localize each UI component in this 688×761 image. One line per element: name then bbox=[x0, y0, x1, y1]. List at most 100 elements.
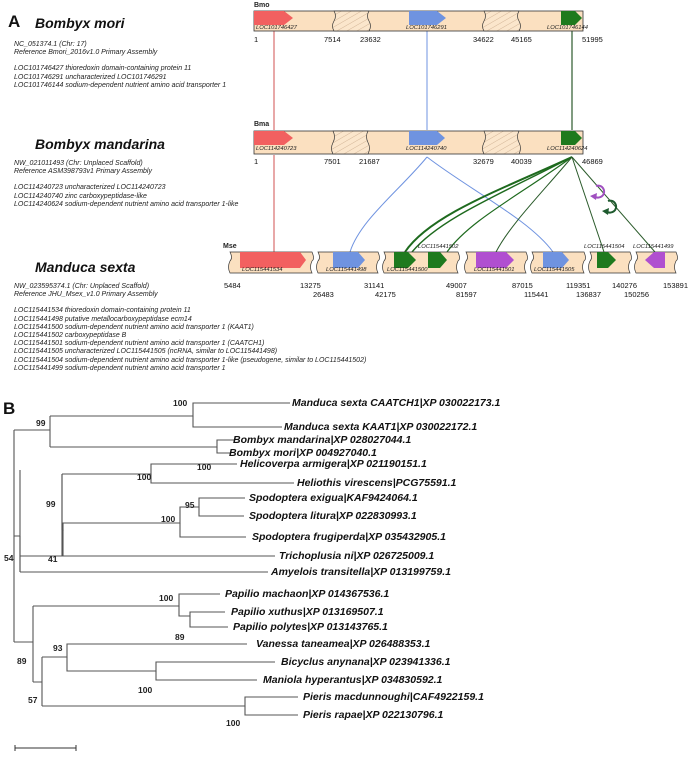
coordinate-tick: 140276 bbox=[612, 281, 638, 290]
gene-arrow-carboxypeptidase bbox=[409, 11, 446, 25]
coordinate-tick: 26483 bbox=[313, 290, 334, 299]
bootstrap-value: 99 bbox=[36, 418, 46, 428]
bootstrap-value: 100 bbox=[197, 462, 212, 472]
branch bbox=[150, 474, 294, 484]
coordinate-tick: 40039 bbox=[511, 157, 532, 166]
bootstrap-value: 95 bbox=[185, 500, 195, 510]
connector-transporter-501 bbox=[495, 156, 573, 253]
branch bbox=[198, 507, 244, 517]
coordinate-tick: 1 bbox=[254, 35, 259, 44]
gene-description: LOC115441501 sodium-dependent nutrient a… bbox=[14, 340, 265, 348]
branch bbox=[42, 696, 298, 707]
chromosome-label-bmo: Bmo bbox=[254, 2, 270, 9]
coordinate-tick: 49007 bbox=[446, 281, 467, 290]
gene-description: LOC114240740 zinc carboxypeptidase-like bbox=[14, 192, 147, 200]
tree-leaf: Pieris rapae|XP 022130796.1 bbox=[303, 709, 444, 721]
branch bbox=[63, 497, 245, 524]
gene-arrow-transporter bbox=[561, 131, 582, 145]
bootstrap-value: 57 bbox=[28, 695, 38, 705]
bootstrap-value: 100 bbox=[226, 718, 241, 728]
branch bbox=[50, 402, 290, 417]
gene-arrow-thioredoxin bbox=[254, 11, 293, 25]
chromosome-label-bma: Bma bbox=[254, 121, 270, 128]
gene-arrow-transporter-500 bbox=[394, 252, 416, 268]
coordinate-tick: 46869 bbox=[582, 157, 603, 166]
gene-description: LOC115441534 thioredoxin domain-containi… bbox=[14, 307, 191, 315]
gene-label: LOC101746427 bbox=[256, 25, 297, 31]
bootstrap-value: 100 bbox=[161, 514, 176, 524]
gene-description: LOC115441502 carboxypeptidase B bbox=[14, 332, 127, 340]
assembly-text: Reference JHU_Msex_v1.0 Primary Assembly bbox=[14, 291, 158, 299]
genome-info-manduca-sexta: NW_023595374.1 (Chr: Unplaced Scaffold) … bbox=[14, 283, 366, 373]
gene-arrow-transporter-502 bbox=[428, 252, 447, 268]
bootstrap-value: 99 bbox=[46, 499, 56, 509]
connector-transporter-502 bbox=[446, 156, 573, 253]
inversion-arrow-icon bbox=[605, 199, 618, 214]
connector-transporter-504 bbox=[571, 156, 605, 253]
branch bbox=[155, 671, 257, 681]
gene-label: LOC115441504 bbox=[584, 244, 625, 250]
gene-arrow-carboxypeptidase bbox=[409, 131, 445, 145]
synteny-connectors bbox=[273, 28, 656, 253]
assembly-text: Reference ASM398793v1 Primary Assembly bbox=[14, 168, 152, 176]
coordinate-tick: 7501 bbox=[324, 157, 341, 166]
synteny-diagram bbox=[228, 10, 678, 274]
gene-description: LOC115441500 sodium-dependent nutrient a… bbox=[14, 323, 254, 331]
branch bbox=[62, 522, 275, 557]
gene-label: LOC115441534 bbox=[242, 267, 283, 273]
gene-description: LOC101746291 uncharacterized LOC10174629… bbox=[14, 73, 167, 81]
chromosome-bmo bbox=[253, 10, 584, 32]
bootstrap-value: 41 bbox=[48, 554, 58, 564]
bootstrap-value: 100 bbox=[137, 472, 152, 482]
tree-leaf: Amyelois transitella|XP 013199759.1 bbox=[271, 566, 451, 578]
coordinate-tick: 7514 bbox=[324, 35, 341, 44]
gene-arrow-caatch1-501 bbox=[476, 252, 514, 268]
bootstrap-value: 89 bbox=[17, 656, 27, 666]
connector-transporter-500b bbox=[411, 156, 573, 253]
gene-label: LOC114240624 bbox=[547, 146, 588, 152]
gene-description: LOC114240624 sodium-dependent nutrient a… bbox=[14, 200, 239, 208]
gene-description: LOC115441498 putative metallocarboxypept… bbox=[14, 315, 192, 323]
coordinate-tick: 136837 bbox=[576, 290, 602, 299]
branch bbox=[192, 416, 282, 428]
gene-arrow-transporter-504 bbox=[597, 252, 616, 268]
accession-text: NW_023595374.1 (Chr: Unplaced Scaffold) bbox=[14, 283, 150, 290]
coordinate-tick: 21687 bbox=[359, 157, 380, 166]
bootstrap-value: 100 bbox=[138, 685, 153, 695]
tree-leaf: Maniola hyperantus|XP 034830592.1 bbox=[263, 674, 443, 686]
gene-label: LOC115441499 bbox=[633, 244, 674, 250]
tree-leaf: Papilio xuthus|XP 013169507.1 bbox=[231, 606, 384, 618]
accession-text: NC_051374.1 (Chr: 17) bbox=[14, 41, 87, 48]
bootstrap-value: 89 bbox=[175, 632, 185, 642]
branch bbox=[20, 474, 63, 557]
inversion-arrow-icon bbox=[593, 184, 606, 199]
coordinate-tick: 31141 bbox=[364, 281, 385, 290]
tree-leaf: Spodoptera exigua|KAF9424064.1 bbox=[249, 492, 418, 504]
tree-leaf: Manduca sexta KAAT1|XP 030022172.1 bbox=[284, 421, 478, 433]
species-title-bombyx-mandarina: Bombyx mandarina bbox=[35, 136, 165, 152]
gene-arrow-transporter bbox=[561, 11, 582, 25]
branch bbox=[244, 706, 298, 716]
coordinate-tick: 34622 bbox=[473, 35, 494, 44]
tree-leaf: Manduca sexta CAATCH1|XP 030022173.1 bbox=[292, 397, 501, 409]
tree-leaf: Heliothis virescens|PCG75591.1 bbox=[297, 477, 457, 489]
bootstrap-value: 100 bbox=[159, 593, 174, 603]
gene-description: LOC101746144 sodium-dependent nutrient a… bbox=[14, 81, 227, 89]
connector-transporter-499 bbox=[571, 156, 656, 253]
coordinate-tick: 23632 bbox=[360, 35, 381, 44]
coordinate-tick: 153891 bbox=[663, 281, 688, 290]
coordinate-tick: 119351 bbox=[566, 281, 591, 290]
branch bbox=[50, 439, 235, 448]
scale-bar bbox=[14, 745, 77, 751]
gene-description: LOC101746427 thioredoxin domain-containi… bbox=[14, 65, 192, 73]
gene-arrow-transporter-499 bbox=[645, 252, 665, 268]
branch bbox=[62, 529, 64, 531]
gene-label: LOC115441505 bbox=[534, 267, 575, 273]
genome-info-bombyx-mandarina: NW_021011493 (Chr: Unplaced Scaffold) Re… bbox=[14, 160, 238, 209]
bootstrap-value: 93 bbox=[53, 643, 63, 653]
coordinate-tick: 45165 bbox=[511, 35, 532, 44]
branch bbox=[14, 470, 21, 572]
branch bbox=[66, 657, 275, 672]
coordinate-tick: 87015 bbox=[512, 281, 533, 290]
gene-label: LOC115441502 bbox=[418, 244, 459, 250]
